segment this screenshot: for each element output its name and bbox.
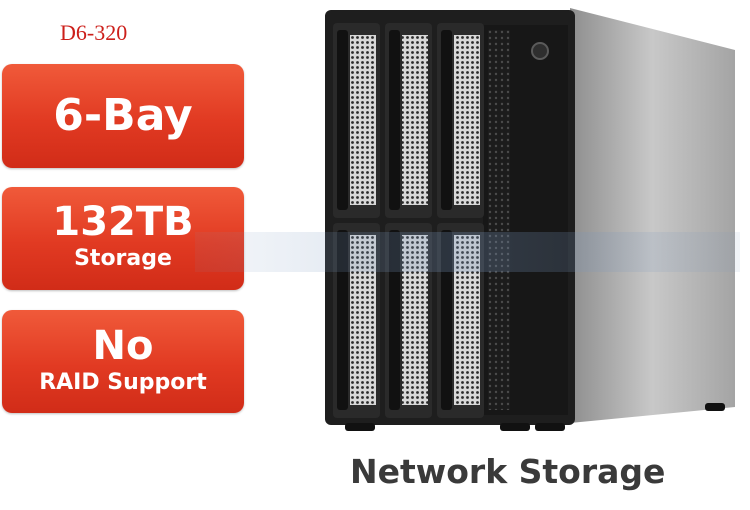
raid-badge-title: No	[92, 323, 154, 369]
raid-badge: No RAID Support	[2, 310, 244, 413]
model-label: D6-320	[60, 20, 128, 45]
enclosure-side-panel	[570, 8, 735, 423]
capacity-badge-subtitle: Storage	[74, 246, 172, 271]
capacity-badge: 132TB Storage	[2, 187, 244, 290]
product-caption: Network Storage	[350, 452, 666, 491]
drive-bays-bottom	[333, 223, 484, 418]
raid-badge-subtitle: RAID Support	[39, 370, 207, 395]
capacity-badge-title: 132TB	[52, 199, 194, 245]
power-button-icon	[531, 42, 549, 60]
vent-strip	[488, 30, 510, 410]
drive-bays-top	[333, 23, 484, 218]
nas-enclosure-image	[325, 8, 735, 431]
bays-badge-title: 6-Bay	[53, 90, 193, 141]
bays-badge: 6-Bay	[2, 64, 244, 168]
